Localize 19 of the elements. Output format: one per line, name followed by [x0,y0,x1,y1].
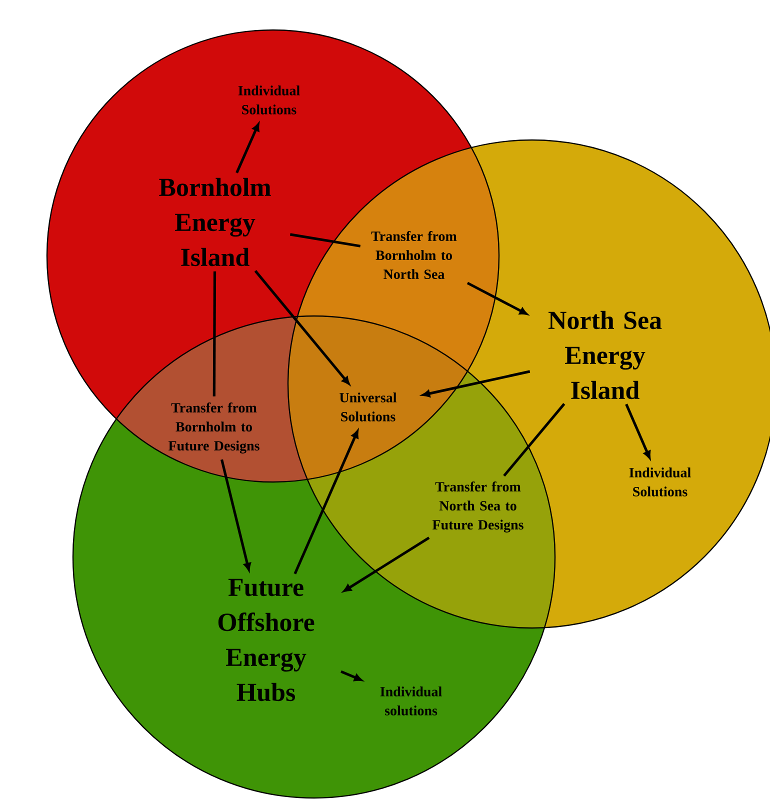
arrow [294,430,358,574]
title-text: Bornholm Energy Island [159,178,271,266]
label-text: Transfer from Bornholm to North Sea [371,231,457,279]
label-text: Transfer from North Sea to Future Designs [432,482,524,532]
label-text: Individual solutions [380,686,442,716]
label-text: Individual Solutions [238,86,300,114]
title-text: North Sea Energy Island [548,310,662,400]
arrow [625,404,651,459]
arrow [422,370,530,398]
label-text: Transfer from Bornholm to Future Designs [168,402,260,454]
label-text: Individual Solutions [629,468,691,496]
arrow [466,282,528,315]
arrow [220,459,251,571]
title-text: Future Offshore Energy Hubs [218,578,314,702]
label-text: Universal Solutions [340,392,397,422]
arrow [254,270,350,385]
arrow [343,536,430,592]
arrow [340,670,362,682]
arrow [236,123,260,174]
